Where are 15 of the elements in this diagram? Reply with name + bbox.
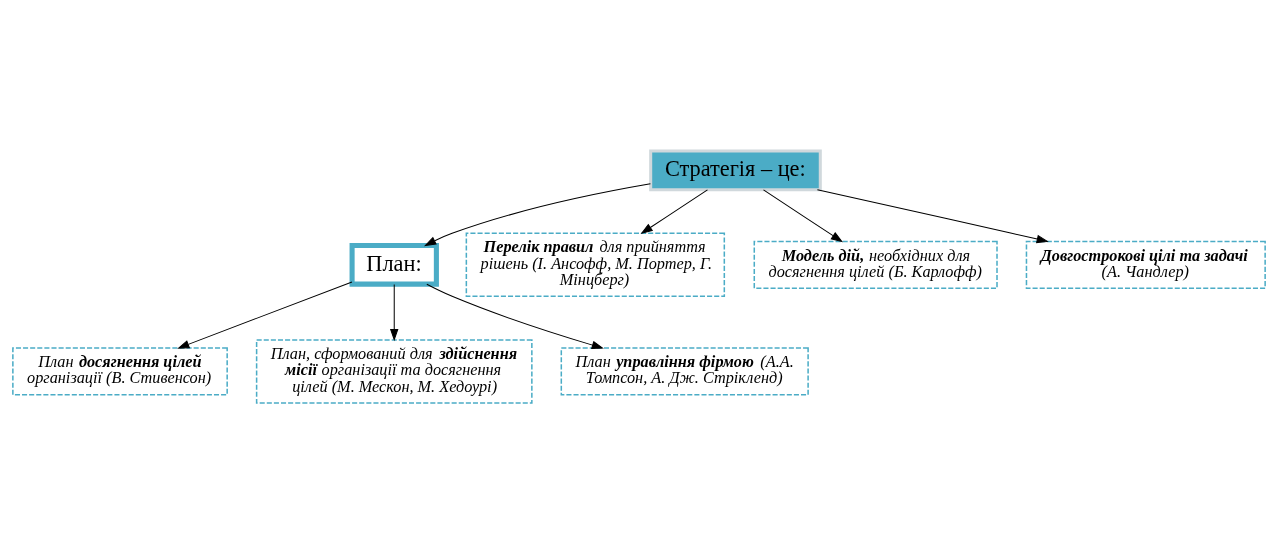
arrow <box>816 188 1049 243</box>
node-box: План досягнення цілей організації (В. Стивенсон) <box>12 346 228 396</box>
arrow <box>640 188 708 234</box>
node-box: План, сформований для здійснення місії організації та досягнення цілей (М. Мескон, М. Хедоурі) <box>255 338 533 404</box>
arrow <box>177 280 353 349</box>
arrow <box>426 283 604 349</box>
arrow <box>389 283 399 341</box>
arrow <box>763 188 843 242</box>
node-box: Перелік правил для прийняття рішень (І. Ансофф, М. Портер, Г. Мінцберг) <box>465 232 726 297</box>
node-box: План: <box>349 242 439 287</box>
node-box: Довгострокові цілі та задачі (А. Чандлер) <box>1025 240 1266 289</box>
node-box: План управління фірмою (А.А. Томпсон, А. Дж. Стрікленд) <box>560 346 809 396</box>
arrow <box>424 182 651 246</box>
node-box: Стратегія – це: <box>649 149 822 191</box>
node-box: Модель дій, необхідних для досягнення цілей (Б. Карлофф) <box>753 240 998 289</box>
